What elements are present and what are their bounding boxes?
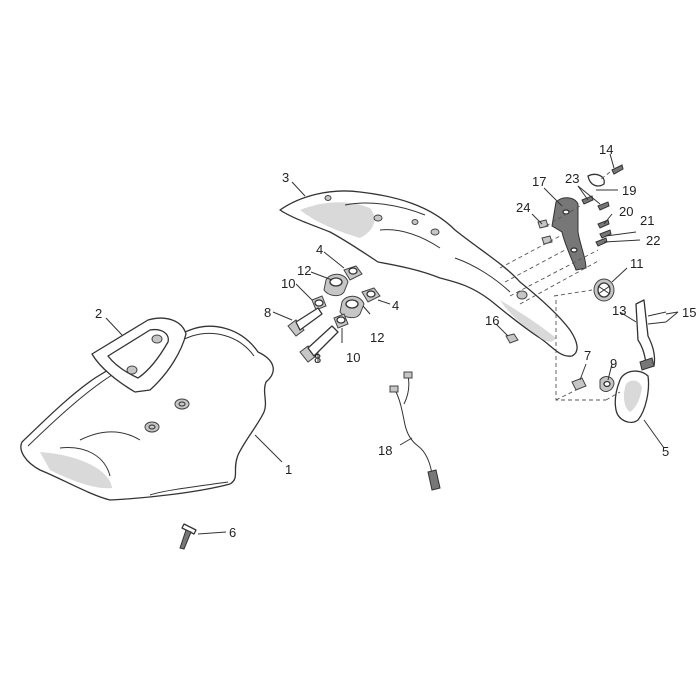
callout-12b: 12 xyxy=(370,330,384,345)
callout-10b: 10 xyxy=(346,350,360,365)
callout-7: 7 xyxy=(584,348,591,363)
callout-8a: 8 xyxy=(264,305,271,320)
callout-12a: 12 xyxy=(297,263,311,278)
part-20-screw xyxy=(597,219,610,229)
small-fasteners xyxy=(537,164,624,247)
part-4-nut-upper xyxy=(343,265,363,281)
part-18-wiring-harness xyxy=(389,371,441,491)
part-24-nuts xyxy=(537,219,553,245)
callout-23: 23 xyxy=(565,171,579,186)
callout-17: 17 xyxy=(532,174,546,189)
part-21-screw xyxy=(599,229,612,239)
callout-22: 22 xyxy=(646,233,660,248)
callout-10a: 10 xyxy=(281,276,295,291)
callout-21: 21 xyxy=(640,213,654,228)
callout-15: 15 xyxy=(682,305,696,320)
hardware-set-lower xyxy=(299,287,381,363)
part-10-washer-lower xyxy=(333,313,349,329)
callout-2: 2 xyxy=(95,306,102,321)
part-23-clip xyxy=(587,173,605,187)
part-1-undertray xyxy=(20,325,274,501)
callout-labels: 1 2 3 4 4 5 6 7 8 8 9 10 10 11 12 12 13 … xyxy=(95,142,696,540)
part-8-bolt-lower xyxy=(299,325,339,363)
callout-14: 14 xyxy=(599,142,613,157)
callout-3: 3 xyxy=(282,170,289,185)
part-6-screw xyxy=(179,523,197,550)
callout-13: 13 xyxy=(612,303,626,318)
callout-20: 20 xyxy=(619,204,633,219)
part-2-cover-plate xyxy=(91,317,187,393)
part-3-rear-fender xyxy=(279,190,578,357)
callout-24: 24 xyxy=(516,200,530,215)
part-8-bolt-upper xyxy=(287,307,323,337)
part-10-washer-upper xyxy=(311,295,327,311)
callout-1: 1 xyxy=(285,462,292,477)
part-4-nut-lower xyxy=(361,287,381,303)
part-13-plate-bracket xyxy=(635,299,656,371)
callout-18: 18 xyxy=(378,443,392,458)
part-14-screw xyxy=(611,164,624,175)
part-11-reflector xyxy=(593,278,615,302)
callout-4b: 4 xyxy=(392,298,399,313)
assembly-dash-lines xyxy=(499,171,621,401)
part-7-nut xyxy=(571,377,587,391)
callout-19: 19 xyxy=(622,183,636,198)
callout-5: 5 xyxy=(662,444,669,459)
callout-4a: 4 xyxy=(316,242,323,257)
callout-9: 9 xyxy=(610,356,617,371)
callout-6: 6 xyxy=(229,525,236,540)
part-9-nut xyxy=(599,376,615,392)
callout-16: 16 xyxy=(485,313,499,328)
part-15-pins xyxy=(647,311,667,325)
callout-11: 11 xyxy=(630,256,644,271)
part-12-bushing-upper xyxy=(323,273,349,297)
part-5-plate-light xyxy=(614,370,650,424)
leader-lines xyxy=(105,153,679,535)
part-16-nut xyxy=(505,333,519,344)
callout-8b: 8 xyxy=(314,351,321,366)
